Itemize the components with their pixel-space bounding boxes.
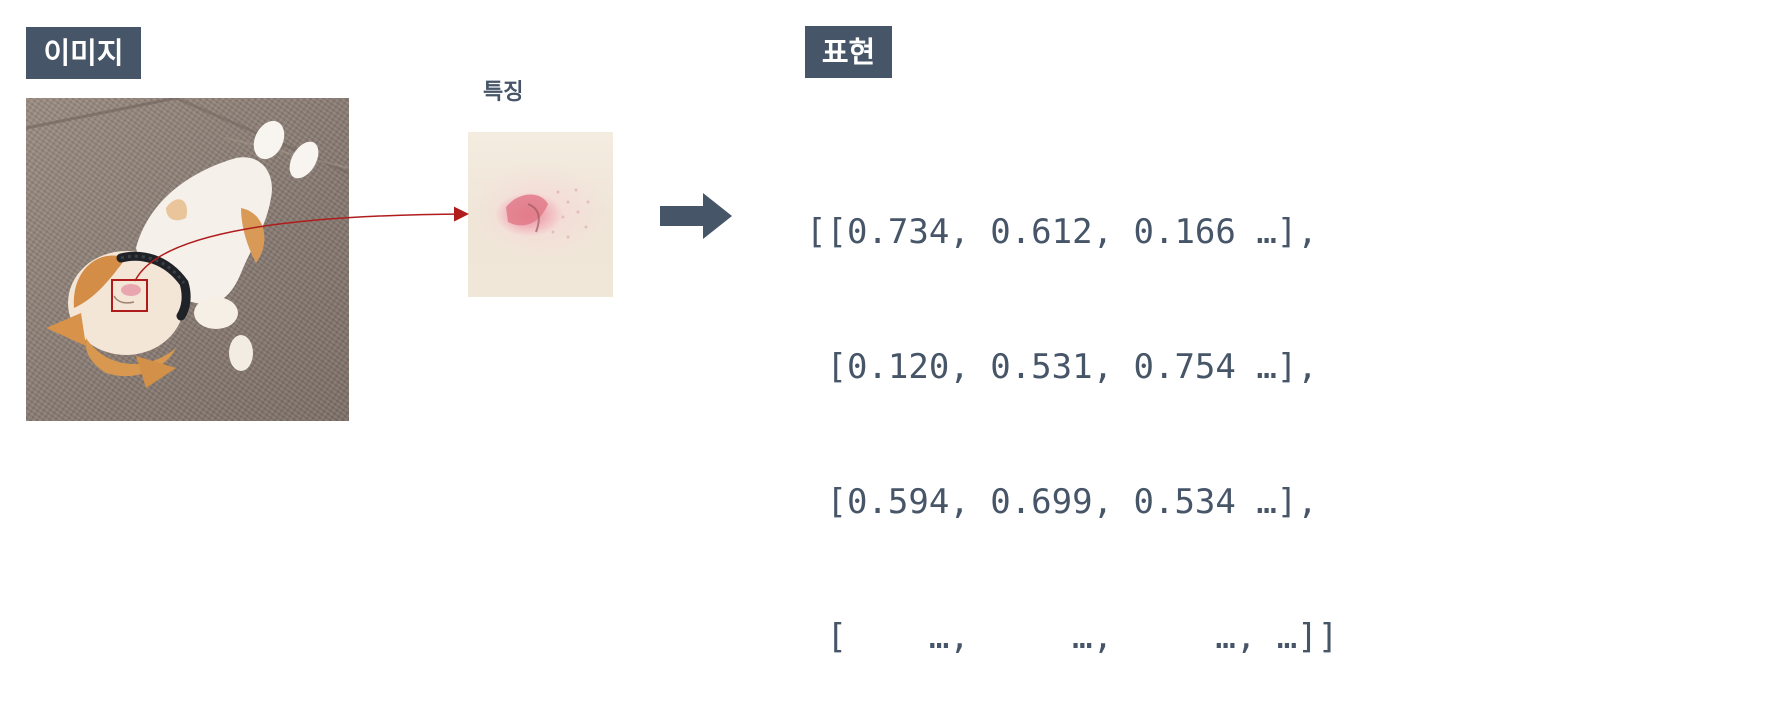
feature-label: 특징 — [483, 80, 524, 105]
cat-photo — [26, 98, 349, 421]
image-section-label: 이미지 — [26, 27, 141, 79]
feature-connector — [134, 206, 469, 282]
highlight-box — [111, 279, 148, 312]
feature-crop-image — [468, 132, 613, 297]
matrix-row: [ …, …, …, …]] — [806, 617, 1339, 657]
matrix-row: [0.120, 0.531, 0.754 …], — [806, 347, 1318, 387]
matrix-row: [[0.734, 0.612, 0.166 …], — [806, 212, 1318, 252]
right-arrow-icon — [660, 193, 732, 239]
matrix-row: [0.594, 0.699, 0.534 …], — [806, 482, 1318, 522]
representation-matrix: [[0.734, 0.612, 0.166 …], [0.120, 0.531,… — [806, 120, 1338, 705]
representation-section-label: 표현 — [805, 26, 892, 78]
